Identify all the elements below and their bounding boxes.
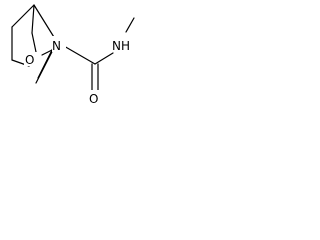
ring-nitrogen-label: N: [52, 39, 61, 53]
ring-oxygen-mask: [24, 52, 38, 66]
carbonyl-oxygen-mask: [88, 90, 102, 106]
molecule-structure: N O NH O: [11, 4, 135, 106]
ring-oxygen-label: O: [25, 53, 34, 67]
amide-nh-mask: [112, 36, 134, 52]
bond-bridge-to-ring-oxygen: [31, 32, 37, 53]
structure-canvas: N O NH O: [0, 0, 144, 111]
amide-nh-label: NH: [112, 39, 130, 53]
bond-bridgehead-top-to-left: [11, 4, 35, 28]
ring-nitrogen-mask: [52, 36, 66, 52]
bond-ring-nitrogen-to-ring-oxygen: [41, 49, 53, 56]
carbonyl-oxygen-label: O: [89, 92, 98, 106]
bond-bridgehead-top-to-bridge: [31, 4, 35, 34]
bond-nh-to-methyl: [125, 17, 135, 33]
bond-bridgehead-top-to-c3: [33, 4, 58, 43]
amide-bonds: [56, 17, 135, 91]
bond-carbonyl-carbon-to-nh: [94, 52, 114, 65]
atom-labels: N O NH O: [24, 36, 134, 106]
bond-c3-double-inner: [37, 47, 54, 79]
